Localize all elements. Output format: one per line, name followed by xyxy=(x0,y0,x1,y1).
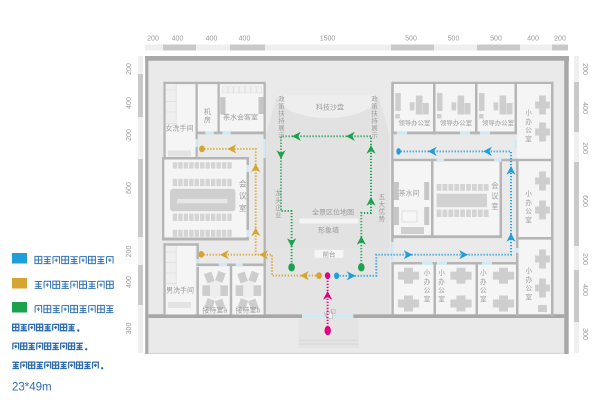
svg-text:办: 办 xyxy=(438,277,445,286)
svg-text:展: 展 xyxy=(278,124,285,132)
svg-text:领导办公室: 领导办公室 xyxy=(398,118,431,127)
svg-text:龙: 龙 xyxy=(275,188,282,197)
svg-text:茶水会客室: 茶水会客室 xyxy=(223,113,258,122)
svg-text:室: 室 xyxy=(438,294,445,303)
svg-text:优: 优 xyxy=(379,207,386,216)
svg-text:200: 200 xyxy=(126,129,133,141)
svg-text:室: 室 xyxy=(424,294,431,303)
svg-text:大: 大 xyxy=(379,199,386,208)
svg-text:示: 示 xyxy=(278,132,285,140)
svg-text:示: 示 xyxy=(371,132,378,140)
svg-text:室: 室 xyxy=(525,215,532,224)
svg-text:400: 400 xyxy=(206,36,218,43)
svg-text:室: 室 xyxy=(525,134,532,143)
svg-text:科技沙盘: 科技沙盘 xyxy=(316,103,344,112)
svg-text:200: 200 xyxy=(581,63,588,75)
svg-text:公: 公 xyxy=(424,288,431,295)
svg-text:200: 200 xyxy=(147,36,159,43)
svg-text:茶水间: 茶水间 xyxy=(399,189,420,198)
svg-text:策: 策 xyxy=(278,101,285,110)
svg-text:头: 头 xyxy=(275,195,282,204)
svg-text:业: 业 xyxy=(275,210,282,219)
svg-text:扶: 扶 xyxy=(371,109,378,118)
svg-text:200: 200 xyxy=(126,63,133,75)
svg-text:400: 400 xyxy=(527,36,539,43)
svg-text:23*49m: 23*49m xyxy=(12,382,52,394)
svg-text:会: 会 xyxy=(239,178,247,188)
svg-text:办: 办 xyxy=(480,277,487,286)
svg-text:公: 公 xyxy=(438,288,445,295)
svg-text:200: 200 xyxy=(126,246,133,258)
svg-text:200: 200 xyxy=(581,253,588,265)
svg-text:办: 办 xyxy=(424,277,431,286)
svg-text:五: 五 xyxy=(379,193,386,201)
svg-text:200: 200 xyxy=(554,36,566,43)
svg-text:公: 公 xyxy=(525,128,532,135)
svg-text:领导办公室: 领导办公室 xyxy=(482,118,515,127)
svg-text:300: 300 xyxy=(581,328,588,340)
svg-text:400: 400 xyxy=(126,97,133,109)
svg-text:房: 房 xyxy=(204,115,211,124)
svg-text:室: 室 xyxy=(526,292,533,301)
svg-text:办: 办 xyxy=(526,275,533,284)
svg-text:议: 议 xyxy=(239,192,247,201)
svg-text:全景区位地图: 全景区位地图 xyxy=(312,208,354,217)
svg-text:500: 500 xyxy=(448,36,460,43)
svg-text:500: 500 xyxy=(490,36,502,43)
svg-text:企: 企 xyxy=(275,203,282,212)
svg-text:机: 机 xyxy=(204,107,211,116)
svg-text:持: 持 xyxy=(371,116,378,125)
svg-text:会: 会 xyxy=(491,181,498,190)
svg-text:小: 小 xyxy=(424,268,431,277)
svg-text:300: 300 xyxy=(126,323,133,335)
svg-text:前台: 前台 xyxy=(323,250,336,259)
svg-text:400: 400 xyxy=(172,36,184,43)
svg-text:办: 办 xyxy=(525,198,532,207)
svg-text:1500: 1500 xyxy=(320,36,336,43)
svg-text:500: 500 xyxy=(405,36,417,43)
svg-text:400: 400 xyxy=(126,276,133,288)
svg-text:小: 小 xyxy=(438,268,445,277)
svg-text:室: 室 xyxy=(491,202,498,211)
svg-text:入口: 入口 xyxy=(325,309,336,316)
svg-text:室: 室 xyxy=(239,203,247,213)
svg-text:小: 小 xyxy=(525,108,532,117)
svg-text:小: 小 xyxy=(526,266,533,275)
svg-text:办: 办 xyxy=(525,117,532,126)
svg-text:接待室b: 接待室b xyxy=(236,306,261,315)
svg-text:扶: 扶 xyxy=(278,109,285,118)
svg-text:形象墙: 形象墙 xyxy=(318,226,339,235)
svg-text:室: 室 xyxy=(480,294,487,303)
svg-text:策: 策 xyxy=(371,101,378,110)
svg-text:政: 政 xyxy=(371,94,378,103)
svg-text:女洗手间: 女洗手间 xyxy=(166,124,194,133)
svg-text:200: 200 xyxy=(581,142,588,154)
svg-text:政: 政 xyxy=(278,94,285,103)
svg-text:领导办公室: 领导办公室 xyxy=(440,118,473,127)
svg-text:400: 400 xyxy=(581,284,588,296)
svg-text:小: 小 xyxy=(480,268,487,277)
svg-text:600: 600 xyxy=(581,195,588,207)
svg-text:男洗手间: 男洗手间 xyxy=(166,286,194,295)
svg-text:小: 小 xyxy=(525,189,532,198)
svg-text:议: 议 xyxy=(491,192,498,201)
svg-text:持: 持 xyxy=(278,116,285,125)
svg-text:势: 势 xyxy=(379,214,386,223)
svg-text:公: 公 xyxy=(480,288,487,295)
svg-text:公: 公 xyxy=(525,209,532,216)
svg-text:600: 600 xyxy=(126,182,133,194)
svg-text:接待室a: 接待室a xyxy=(202,306,227,315)
svg-text:展: 展 xyxy=(371,124,378,132)
svg-text:400: 400 xyxy=(239,36,251,43)
svg-text:400: 400 xyxy=(581,102,588,114)
svg-text:公: 公 xyxy=(526,286,533,293)
